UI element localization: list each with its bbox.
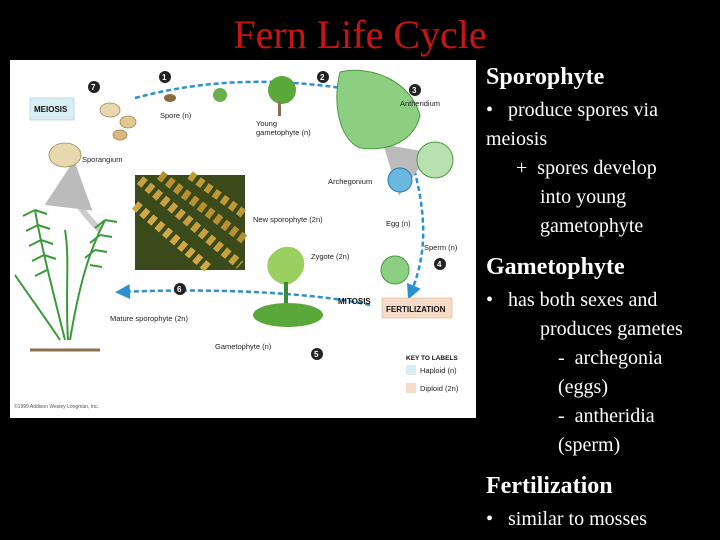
- gametophyte-sub2: - antheridia: [486, 402, 718, 431]
- fertilization-label: FERTILIZATION: [386, 305, 446, 314]
- sporophyte-section: Sporophyte • produce spores via meiosis +…: [486, 62, 718, 241]
- sub-marker: +: [516, 157, 528, 179]
- gametophyte-heading: Gametophyte: [486, 254, 625, 280]
- haploid-swatch: [406, 365, 416, 375]
- fertilization-bullet: • similar to mosses: [486, 505, 718, 534]
- gametophyte-bullet-cont: produces gametes: [540, 318, 683, 340]
- bullet-text: has both sexes and: [508, 289, 658, 311]
- mature-sporophyte-illustration: [14, 209, 118, 352]
- step-numbers: 7 1 2 3 4 5 6: [88, 71, 446, 360]
- sporophyte-sub-cont1: into young: [540, 186, 627, 208]
- antheridium-label: Antheridium: [400, 99, 440, 108]
- copyright-text: ©1999 Addison Wesley Longman, Inc.: [14, 403, 99, 410]
- fern-frond-photo: [131, 171, 249, 274]
- gametophyte-sub1: - archegonia: [486, 344, 718, 373]
- gametophyte-sub2-cont: (sperm): [558, 434, 621, 456]
- key-title: KEY TO LABELS: [406, 355, 458, 362]
- step-4: 4: [437, 260, 442, 269]
- cycle-arrow-bottom: [115, 284, 371, 307]
- slide-title: Fern Life Cycle: [233, 12, 487, 57]
- new-sporophyte-illustration: [253, 246, 323, 327]
- meiosis-box: [29, 97, 75, 121]
- new-sporophyte-label: New sporophyte (2n): [253, 215, 323, 224]
- bullet-marker: •: [486, 508, 494, 530]
- egg-label: Egg (n): [386, 219, 411, 228]
- gray-arrow-left: [44, 160, 103, 233]
- step-1: 1: [162, 73, 167, 82]
- archegonium-label: Archegonium: [328, 177, 372, 186]
- fertilization-heading: Fertilization: [486, 473, 613, 499]
- mature-sporophyte-label: Mature sporophyte (2n): [110, 314, 188, 323]
- sub-text: archegonia: [574, 347, 663, 369]
- step-6: 6: [177, 285, 182, 294]
- gametophyte-section: Gametophyte • has both sexes and produces…: [486, 252, 718, 460]
- sporophyte-bullet: • produce spores via: [486, 96, 718, 125]
- step-5: 5: [314, 350, 319, 359]
- diagram-canvas: MEIOSIS Sporangium Spore (n) Young gamet…: [14, 69, 459, 410]
- sporophyte-sub: + spores develop: [486, 154, 718, 183]
- sporophyte-heading: Sporophyte: [486, 64, 605, 90]
- sporangium-illustration: [48, 102, 137, 168]
- diploid-swatch: [406, 383, 416, 393]
- meiosis-label: MEIOSIS: [34, 105, 68, 114]
- spore-illustration: [164, 94, 176, 102]
- fertilization-section: Fertilization • similar to mosses: [486, 471, 718, 534]
- gametophyte-bullet: • has both sexes and: [486, 286, 718, 315]
- bullet-text: produce spores via: [508, 99, 658, 121]
- mitosis-label: MITOSIS: [338, 297, 371, 306]
- sub-marker: -: [558, 347, 565, 369]
- fertilization-box: [381, 297, 453, 319]
- sporangium-label: Sporangium: [82, 155, 122, 164]
- young-gametophyte-label-2: gametophyte (n): [256, 128, 311, 137]
- notes-column: Sporophyte • produce spores via meiosis +…: [486, 62, 718, 534]
- sporophyte-sub-cont2: gametophyte: [540, 215, 644, 237]
- haploid-label: Haploid (n): [420, 366, 457, 375]
- gametophyte-sub1-cont: (eggs): [558, 376, 608, 398]
- sub-marker: -: [558, 405, 565, 427]
- spore-label: Spore (n): [160, 111, 192, 120]
- step-2: 2: [320, 73, 325, 82]
- diploid-label: Diploid (2n): [420, 384, 459, 393]
- bullet-text: similar to mosses: [508, 508, 647, 530]
- bullet-marker: •: [486, 99, 494, 121]
- sub-text: spores develop: [537, 157, 657, 179]
- cycle-arrow-top: [134, 80, 360, 100]
- zygote-label: Zygote (2n): [311, 252, 350, 261]
- gametophyte-label: Gametophyte (n): [215, 342, 272, 351]
- young-gametophyte-illustration: [213, 76, 296, 116]
- archegonium-illustration: [380, 141, 454, 285]
- sub-text: antheridia: [574, 405, 655, 427]
- antheridium-illustration: [336, 69, 421, 150]
- cycle-arrow-right: [407, 154, 425, 300]
- bullet-marker: •: [486, 289, 494, 311]
- fern-life-cycle-diagram: MEIOSIS Sporangium Spore (n) Young gamet…: [10, 60, 476, 418]
- sporophyte-bullet-cont: meiosis: [486, 128, 548, 150]
- sperm-label: Sperm (n): [424, 243, 458, 252]
- step-7: 7: [91, 83, 96, 92]
- young-gametophyte-label: Young: [256, 119, 277, 128]
- step-3: 3: [412, 86, 417, 95]
